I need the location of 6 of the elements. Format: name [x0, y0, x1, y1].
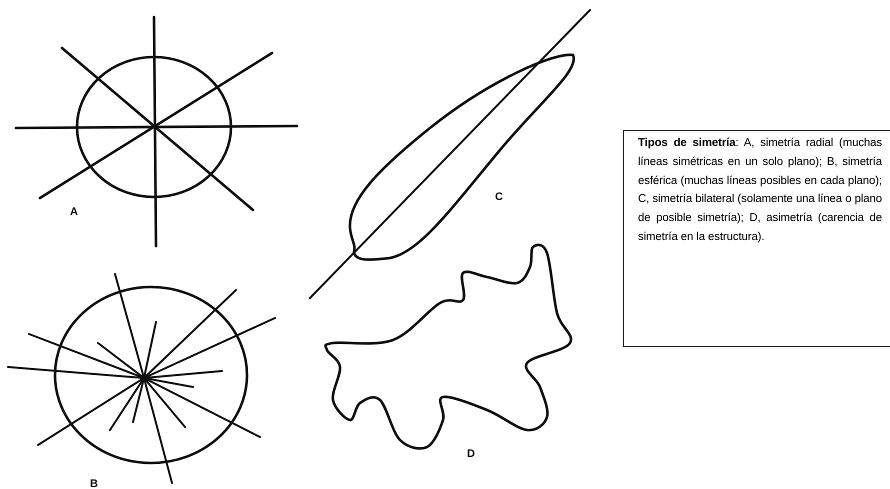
- caption-text: Tipos de simetría: A, simetría radial (muchas líneas simétricas en un solo plano); B, simetría esférica (muchas líneas posibles en cada plano); C, simetría bilateral (solamente una línea o plano de posible simetría); D, asimetría (carencia de simetría en la estructura).: [638, 136, 882, 245]
- caption-box: [623, 130, 890, 347]
- figure-letter: D: [467, 448, 475, 460]
- figure-letter: B: [90, 478, 98, 489]
- figure-letter: A: [70, 206, 78, 218]
- figure-letter: C: [495, 191, 503, 203]
